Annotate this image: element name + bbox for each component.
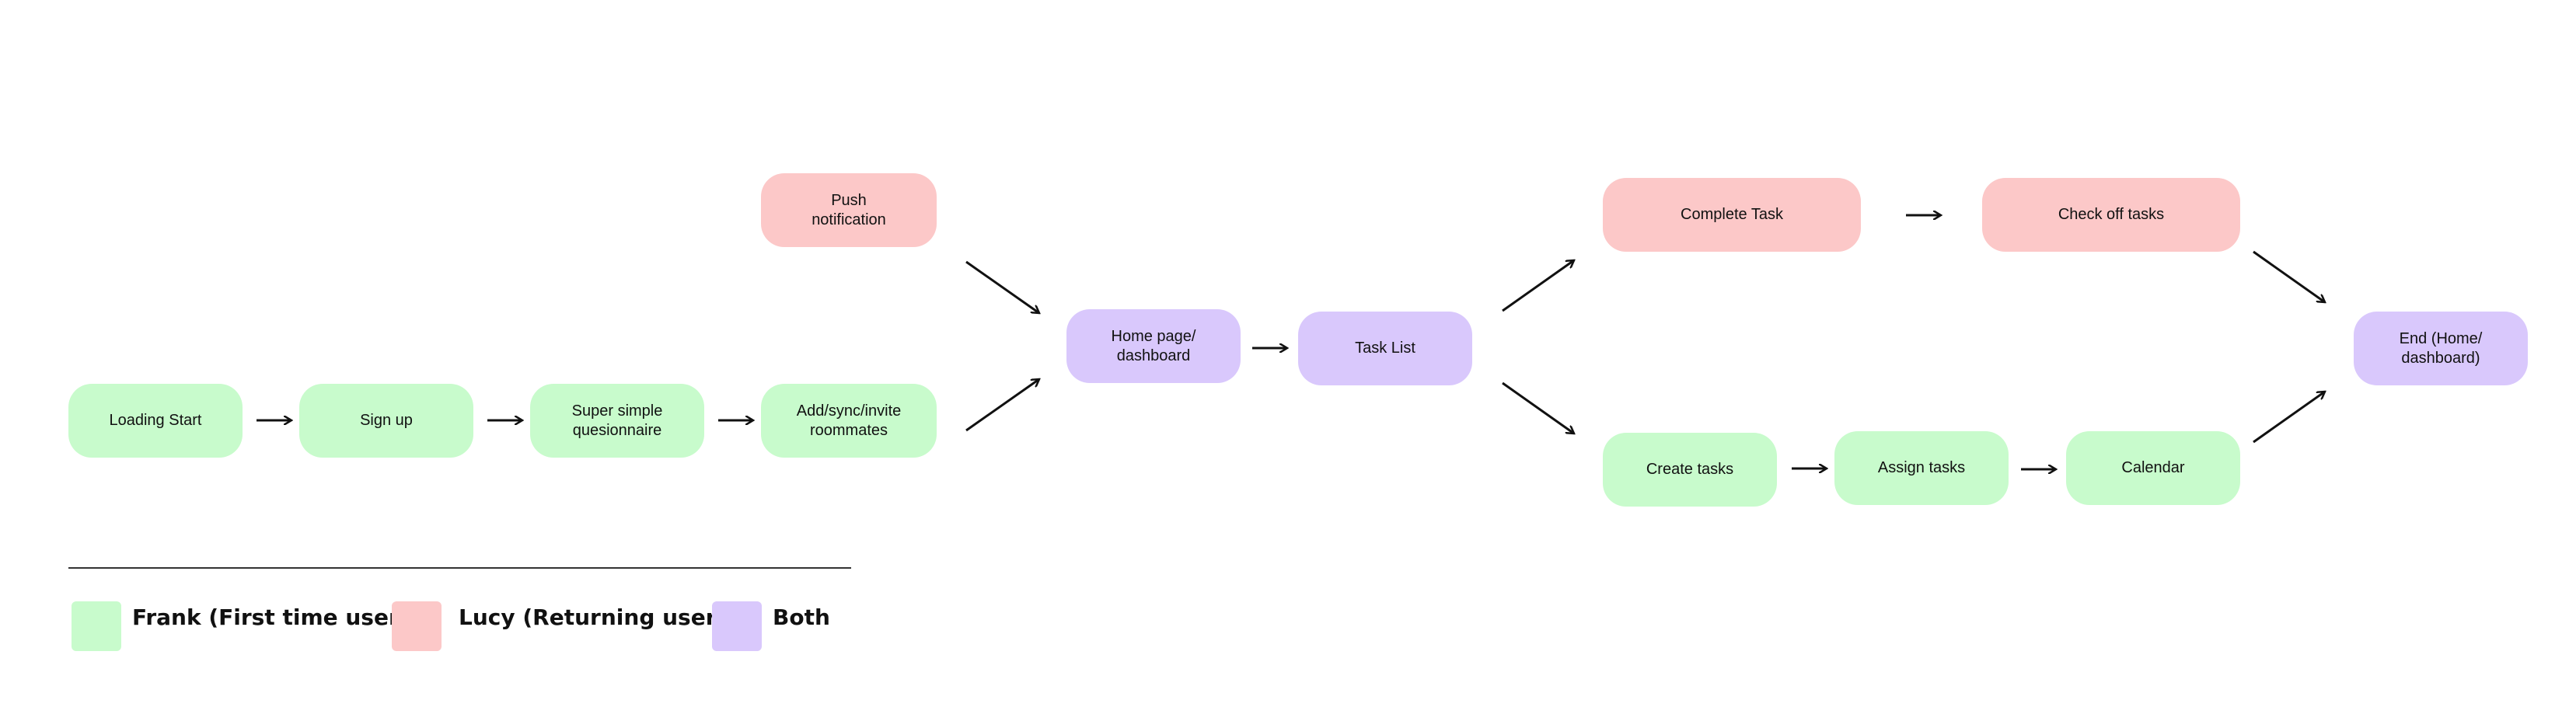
legend-divider <box>68 567 851 569</box>
node-assign-tasks: Assign tasks <box>1834 431 2009 505</box>
arrow-checkoff-to-end <box>2253 250 2325 302</box>
node-add-roommates: Add/sync/invite roommates <box>761 384 937 458</box>
arrow-push-to-home <box>965 260 1039 313</box>
legend-label-lucy: Lucy (Returning user) <box>459 604 727 630</box>
arrow-tasklist-to-create <box>1502 381 1574 434</box>
node-end: End (Home/ dashboard) <box>2354 312 2528 385</box>
node-calendar: Calendar <box>2066 431 2240 505</box>
arrow-tasklist-to-complete <box>1502 260 1574 312</box>
node-task-list: Task List <box>1298 312 1472 385</box>
node-home-dashboard: Home page/ dashboard <box>1066 309 1241 383</box>
node-sign-up: Sign up <box>299 384 473 458</box>
legend-label-both: Both <box>773 604 830 630</box>
legend-label-frank: Frank (First time user) <box>132 604 410 630</box>
node-loading-start: Loading Start <box>68 384 243 458</box>
node-questionnaire: Super simple quesionnaire <box>530 384 704 458</box>
arrow-roommates-to-home <box>965 379 1039 432</box>
node-complete-task: Complete Task <box>1603 178 1861 252</box>
legend-swatch-both <box>712 601 762 651</box>
node-check-off-tasks: Check off tasks <box>1982 178 2240 252</box>
node-push-notification: Push notification <box>761 173 937 247</box>
node-create-tasks: Create tasks <box>1603 433 1777 507</box>
legend-swatch-frank <box>72 601 121 651</box>
arrow-calendar-to-end <box>2253 392 2325 444</box>
legend-swatch-lucy <box>392 601 442 651</box>
